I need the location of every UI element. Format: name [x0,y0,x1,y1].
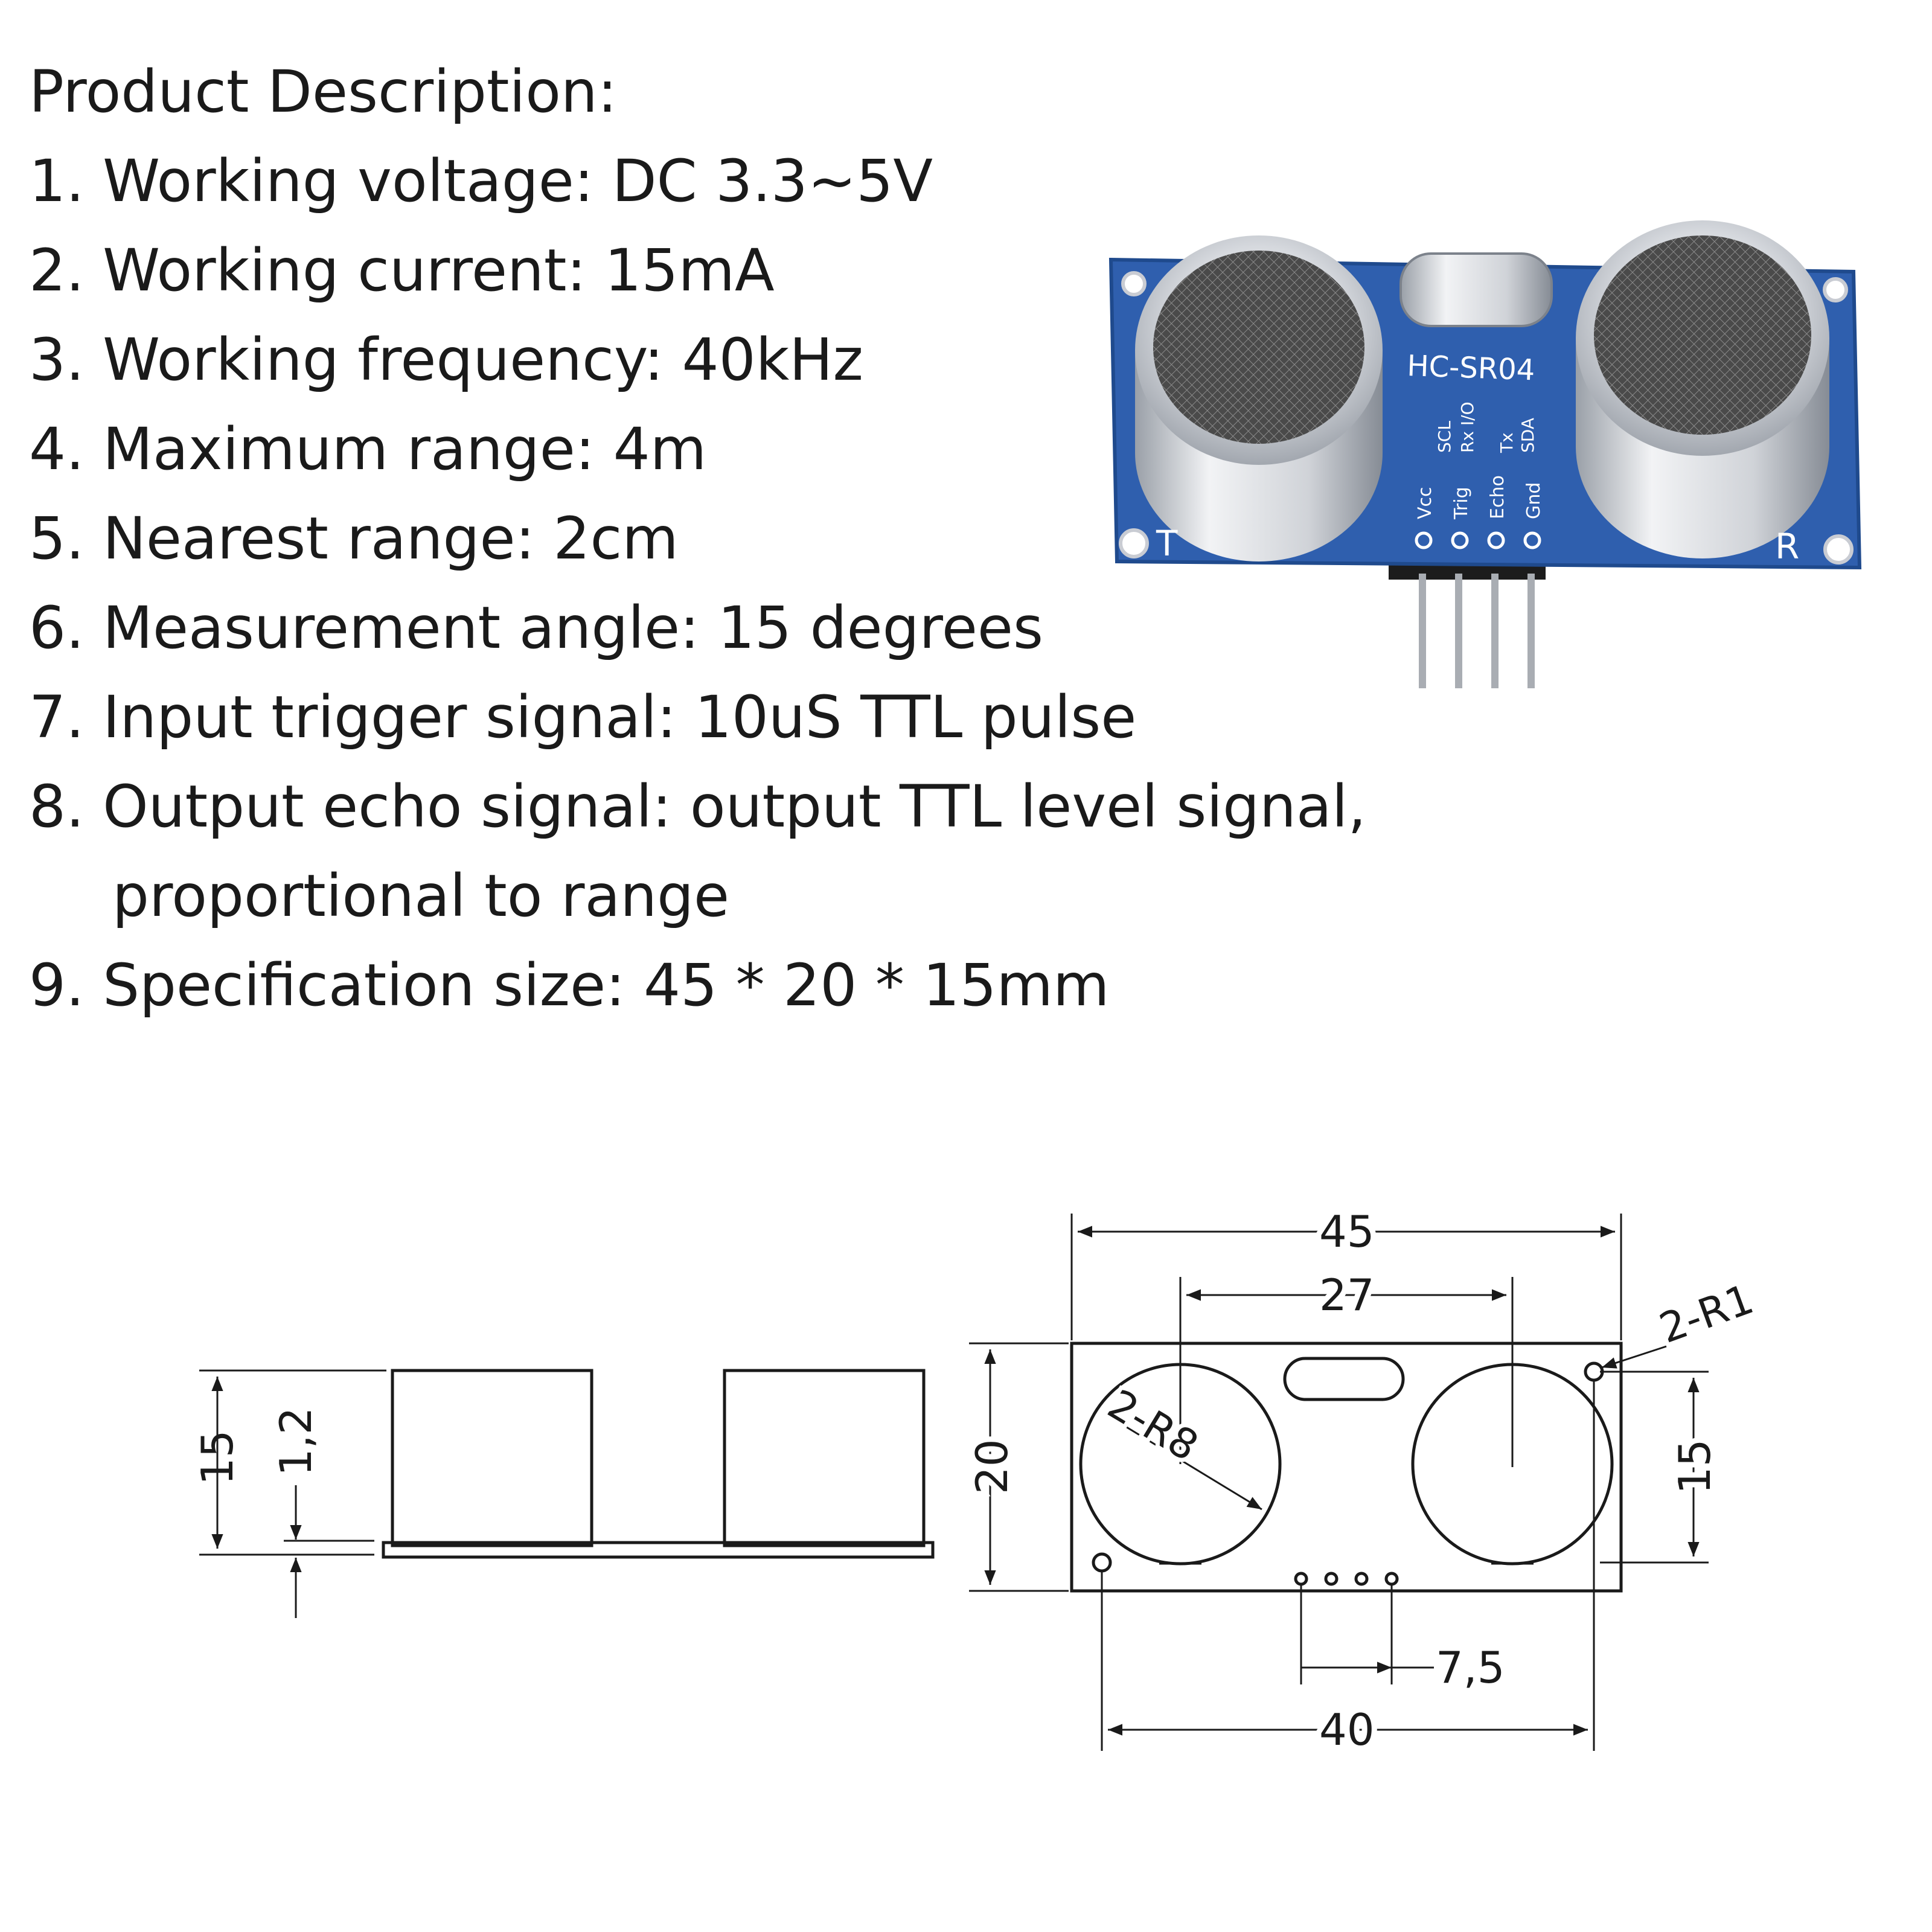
spec-item: 3. Working frequency: 40kHz [29,326,863,394]
pin-label-echo: Echo [1487,475,1508,519]
spec-title: Product Description: [29,58,618,126]
alt-pin-label-sda: SDA [1518,418,1538,453]
alt-pin-label-tx: Tx [1497,432,1517,453]
front-view-drawing [969,1214,1709,1751]
hole-radius-label: 2-R1 [1654,1276,1760,1353]
alt-pin-label-scl: SCL [1435,421,1454,453]
side-view-drawing [199,1369,935,1618]
spec-item: 9. Specification size: 45 * 20 * 15mm [29,952,1110,1019]
circle-radius-label: 2-R8 [1099,1381,1206,1471]
side-height-label: 15 [192,1430,243,1485]
spec-item: 2. Working current: 15mA [29,237,775,304]
model-label: HC-SR04 [1407,349,1536,387]
crystal-oscillator [1399,252,1553,327]
spec-item: 8. Output echo signal: output TTL level … [29,773,1366,840]
front-center-label: 27 [1319,1270,1375,1320]
alt-pin-label-rx: Rx I/O [1457,401,1477,453]
pin-pitch-label: 7,5 [1436,1642,1505,1693]
spec-item: 5. Nearest range: 2cm [29,505,679,572]
spec-item: 4. Maximum range: 4m [29,415,707,483]
spec-item: 7. Input trigger signal: 10uS TTL pulse [29,683,1137,751]
spec-item: 1. Working voltage: DC 3.3~5V [29,147,933,215]
pin-labels: Vcc Trig Echo Gnd SCL Rx I/O Tx SDA [1415,401,1544,549]
receiver-mark: R [1775,526,1799,567]
header-pins [1389,549,1546,688]
hole-span-label: 15 [1669,1439,1720,1494]
transmitter-transducer [1135,235,1383,561]
hc-sr04-module-illustration: HC-SR04 T R Vcc Trig Echo Gnd SCL Rx I/O… [1108,220,1862,688]
front-width-label: 45 [1319,1206,1375,1257]
receiver-transducer [1576,220,1829,558]
pin-label-vcc: Vcc [1415,487,1436,519]
front-height-label: 20 [967,1439,1017,1494]
hole-pitch-label: 40 [1319,1704,1375,1755]
dimension-drawings: 15 1,2 [192,1201,1760,1761]
spec-item: 6. Measurement angle: 15 degrees [29,594,1043,662]
pin-label-trig: Trig [1451,487,1472,520]
transmitter-mark: T [1156,523,1178,564]
pin-label-gnd: Gnd [1523,482,1544,519]
spec-item-continuation: proportional to range [112,862,730,930]
side-board-label: 1,2 [270,1407,321,1476]
spec-list: Product Description: 1. Working voltage:… [29,47,1366,1030]
